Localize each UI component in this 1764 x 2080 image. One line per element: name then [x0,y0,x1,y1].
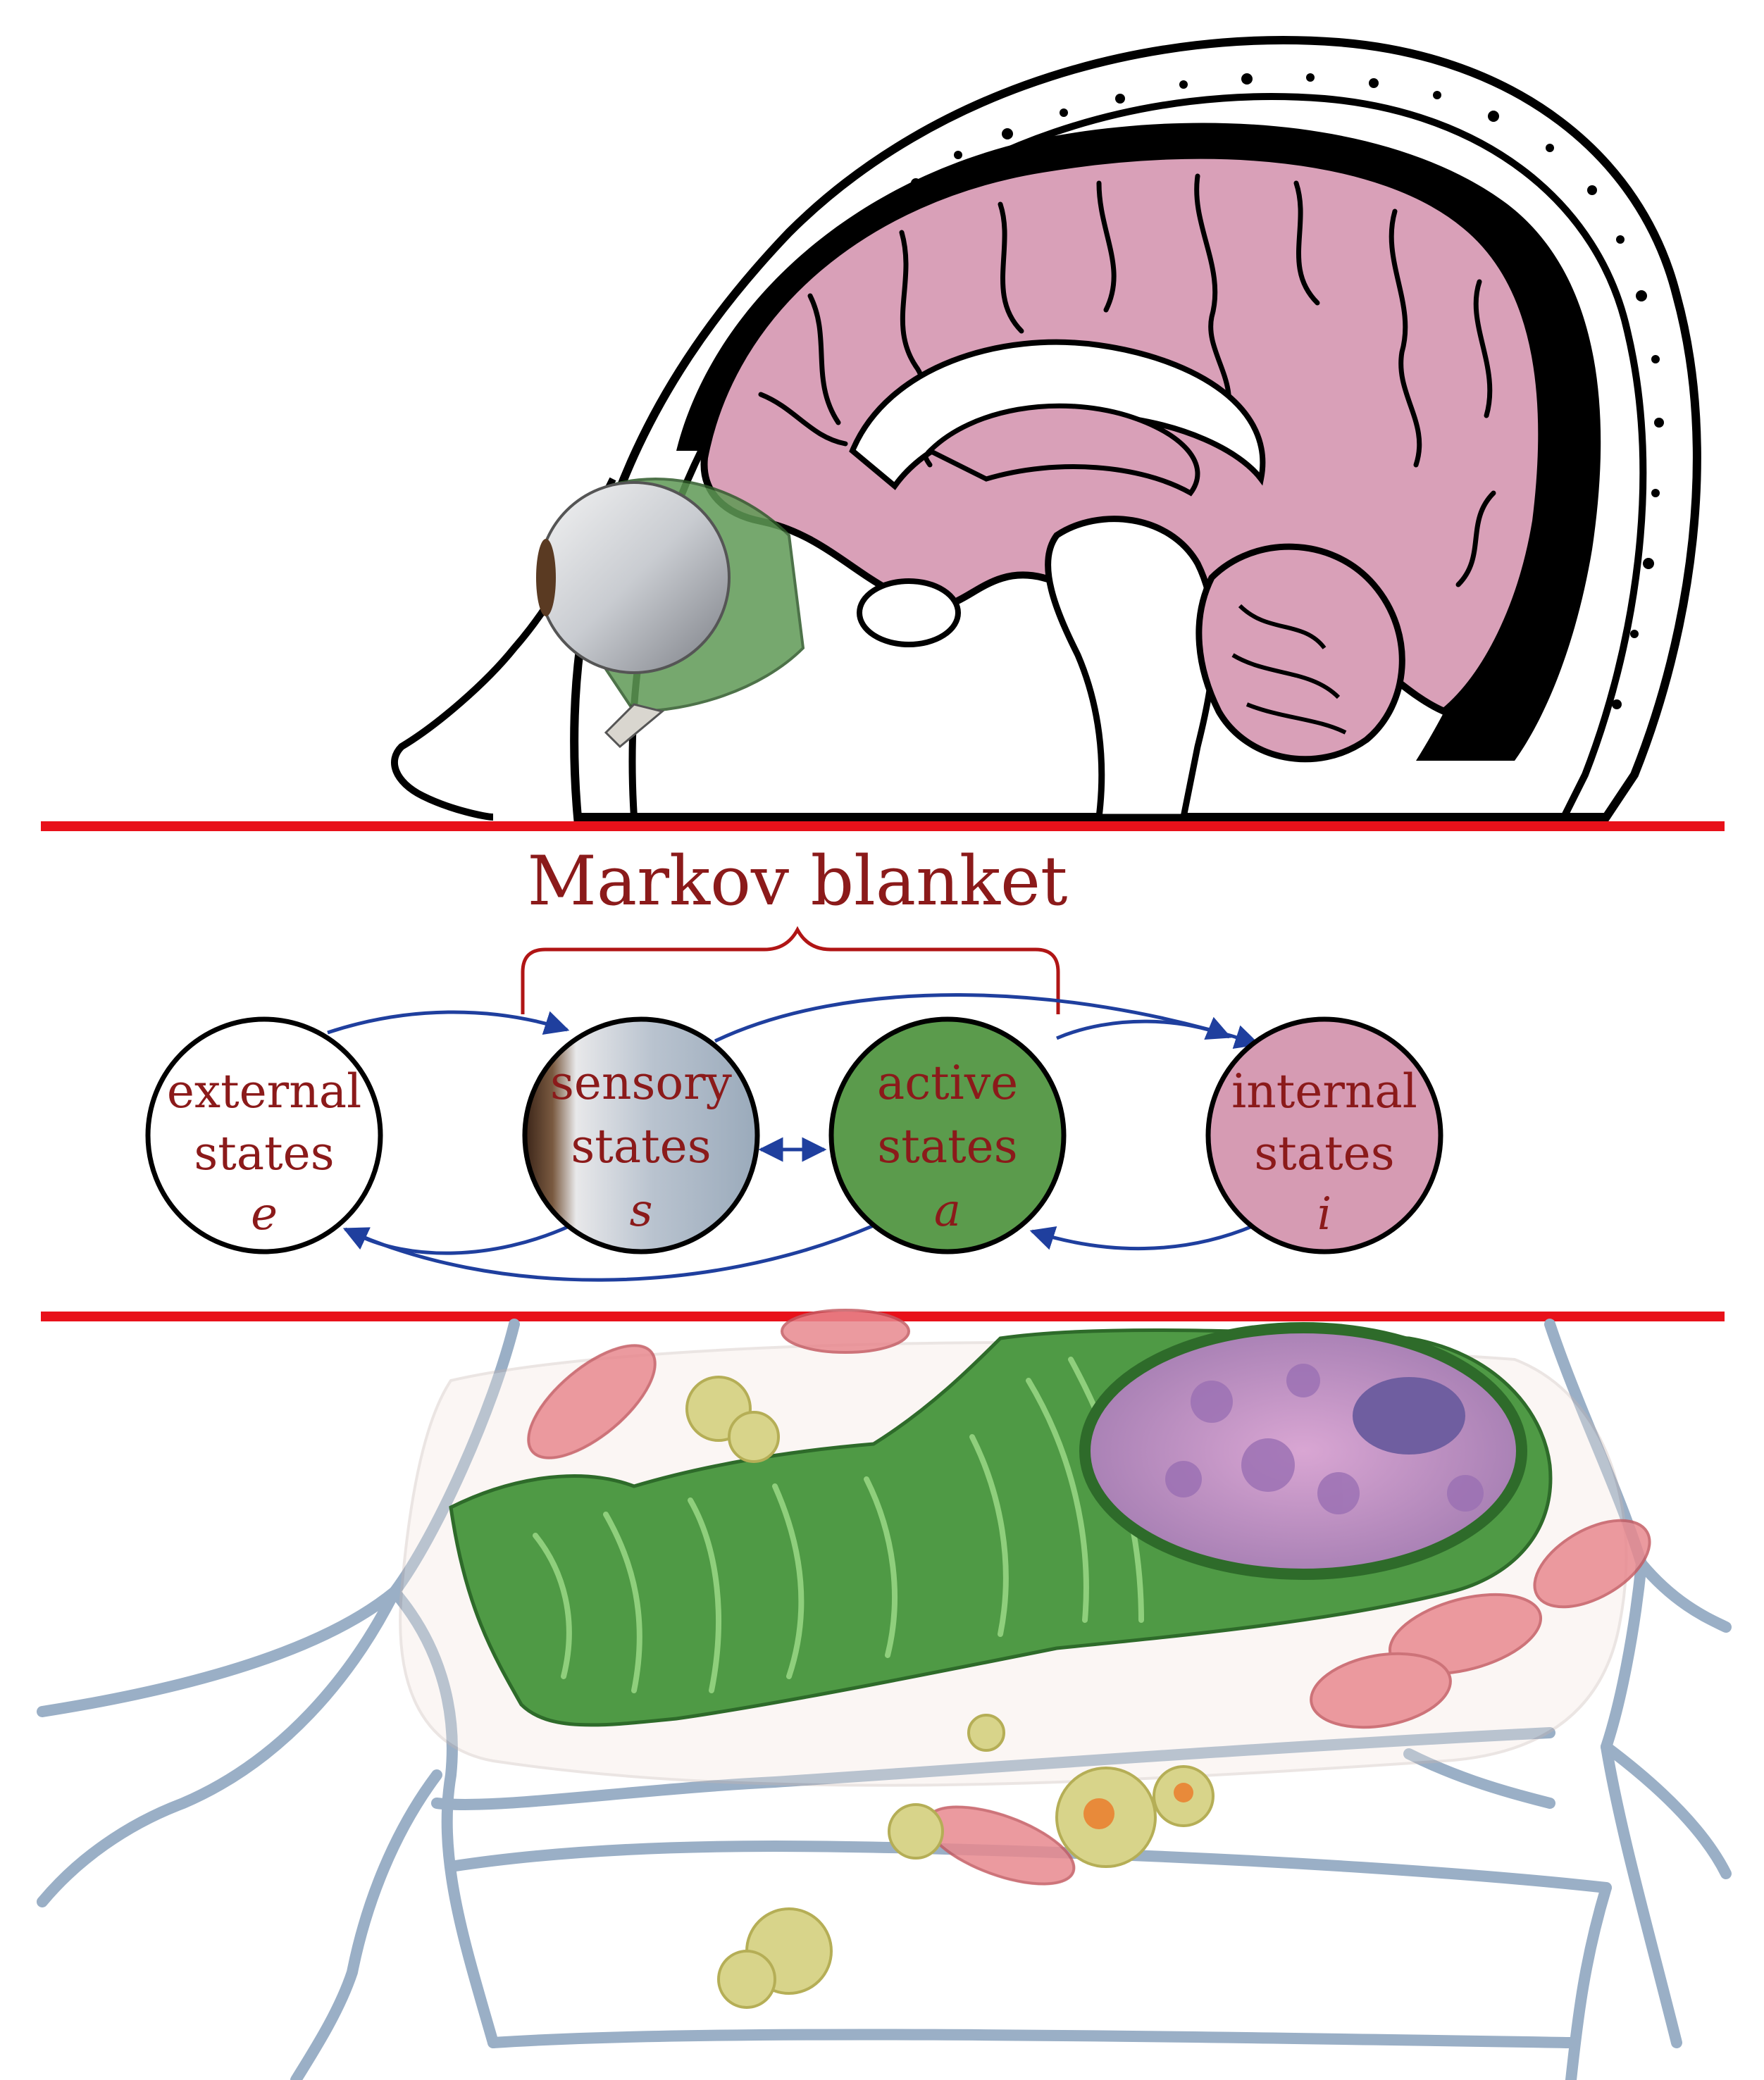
sensory-states-line1: sensory [550,1056,733,1110]
optic-nerve [604,703,665,749]
mitochondrion [781,1309,910,1354]
vesicle [888,1803,944,1860]
vesicle-granules [1083,1783,1193,1829]
sinus [857,578,961,647]
internal-states-symbol: i [1317,1188,1331,1240]
mitochondria [527,1309,1651,1886]
external-states-symbol: e [251,1188,278,1240]
brainstem [1045,516,1217,821]
brain-sulci [758,173,1496,587]
top-divider [41,821,1725,831]
cerebellum-folia [1231,604,1347,735]
external-states-line2: states [194,1126,334,1181]
nucleolus [1353,1377,1465,1455]
vesicle [717,1950,776,2009]
thalamus [926,403,1200,497]
external-states-node [145,1016,383,1254]
er-cisternae [533,1357,1144,1693]
vesicle [967,1714,1005,1752]
mitochondrion [1533,1519,1651,1609]
state-external: external states e [145,1016,383,1254]
state-sensory: sensory states s [522,1016,760,1254]
mitochondrion [527,1344,657,1459]
state-active: active states a [828,1016,1067,1254]
external-states-line1: external [167,1064,361,1119]
active-states-line1: active [877,1056,1018,1110]
head-illustration [391,36,1701,821]
sensory-states-symbol: s [630,1185,653,1237]
arrow-external-to-sensory [327,1010,570,1035]
arrow-internal-to-active [1029,1223,1255,1251]
markov-blanket-label: Markov blanket [528,842,1068,921]
cerebellum [1195,543,1405,763]
mitochondrion [1310,1652,1452,1729]
arrow-active-to-internal [1056,1016,1232,1040]
dura-band [676,123,1601,761]
state-internal: internal states i [1205,1016,1443,1254]
active-states-node [828,1016,1067,1254]
vesicle [728,1411,780,1463]
active-states-line2: states [877,1119,1017,1173]
sensory-states-node [522,1016,760,1254]
chromatin [1165,1364,1484,1514]
eyeball [538,481,731,674]
internal-states-line2: states [1254,1126,1394,1181]
arrow-sensory-to-external [354,1223,572,1255]
markov-blanket-diagram: Markov blanket external states e sensory… [145,842,1443,1282]
arrow-sensory-to-internal [714,993,1260,1049]
eye-illustration [536,478,805,749]
state-arrows [327,993,1260,1282]
iris [536,539,556,616]
internal-states-node [1205,1016,1443,1254]
sensory-states-line2: states [571,1119,711,1173]
active-states-symbol: a [934,1185,961,1237]
cell-illustration [37,1309,1732,2080]
internal-states-line1: internal [1231,1064,1417,1119]
arrow-active-to-external [342,1223,874,1282]
blanket-brace [521,926,1060,1014]
